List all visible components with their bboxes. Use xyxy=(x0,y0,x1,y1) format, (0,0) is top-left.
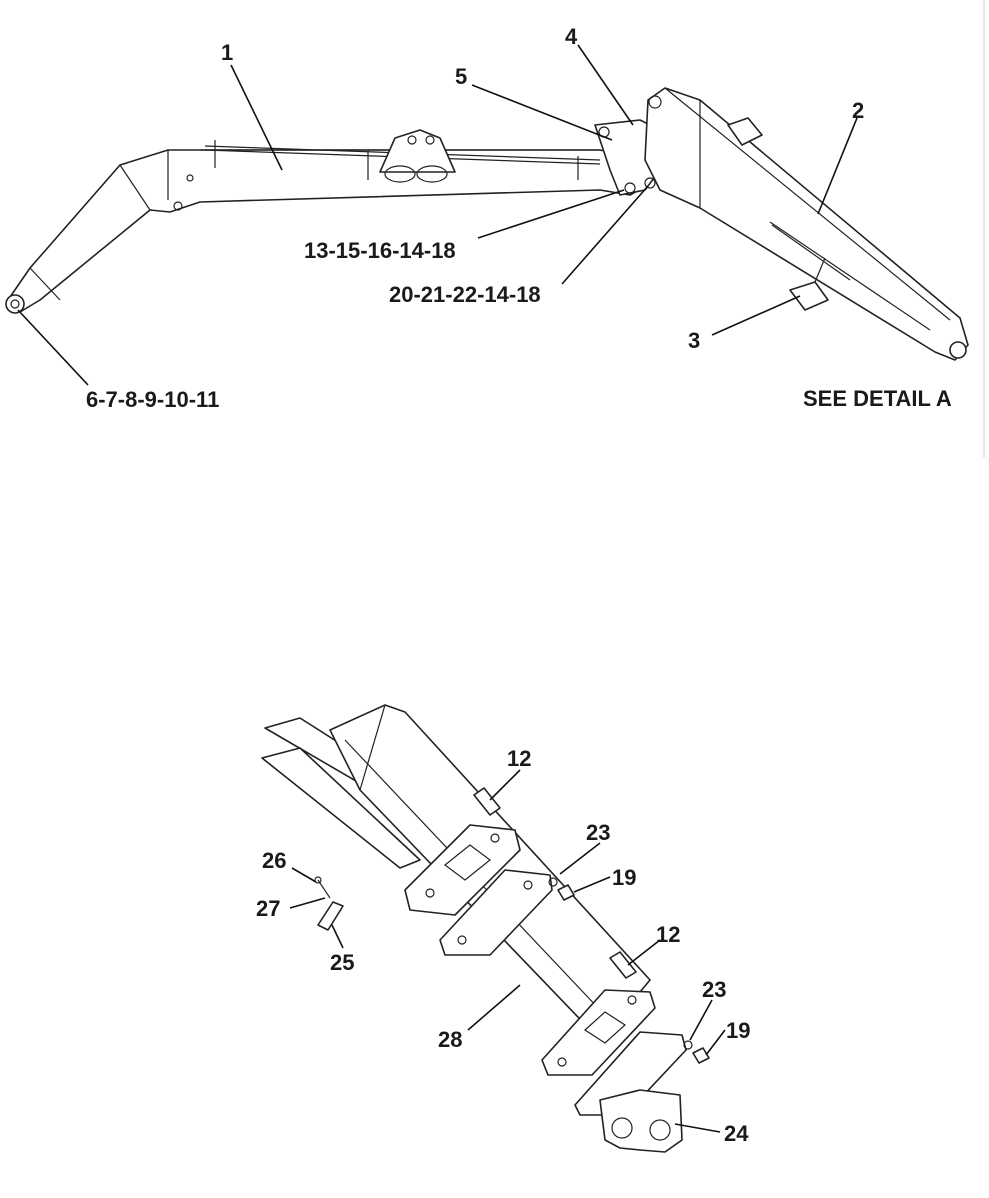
callout-1: 1 xyxy=(221,40,233,65)
callout-26: 26 xyxy=(262,848,286,873)
detail-a-assembly xyxy=(261,704,710,1153)
plate-part-25 xyxy=(317,901,344,931)
boom-assembly xyxy=(5,87,969,361)
upper-leaders xyxy=(17,44,858,386)
callout-20-21-22-14-18: 20-21-22-14-18 xyxy=(389,282,541,307)
callout-5: 5 xyxy=(455,64,467,89)
leader-13-15 xyxy=(477,189,625,239)
callout-28: 28 xyxy=(438,1027,462,1052)
see-detail-a-label: SEE DETAIL A xyxy=(803,386,952,411)
bolt-12-upper xyxy=(473,787,501,816)
callout-19-upper: 19 xyxy=(612,865,636,890)
boom-end-pin xyxy=(5,294,25,314)
arm-part-2 xyxy=(644,87,969,361)
callout-27: 27 xyxy=(256,896,280,921)
leader-4 xyxy=(577,44,634,126)
leader-1 xyxy=(230,64,283,171)
part-27 xyxy=(317,879,331,899)
leader-6-7 xyxy=(17,309,89,386)
lifting-lug xyxy=(379,129,456,173)
callout-2: 2 xyxy=(852,98,864,123)
callout-6-7-8-9-10-11: 6-7-8-9-10-11 xyxy=(86,387,219,412)
callout-24: 24 xyxy=(724,1121,749,1146)
callout-23-lower: 23 xyxy=(702,977,726,1002)
part-26 xyxy=(314,876,322,884)
clevis-part-24 xyxy=(599,1089,683,1153)
callout-23-upper: 23 xyxy=(586,820,610,845)
callout-19-lower: 19 xyxy=(726,1018,750,1043)
callout-12-upper: 12 xyxy=(507,746,531,771)
leader-20-21 xyxy=(561,185,649,285)
leader-3 xyxy=(711,295,801,336)
callout-12-lower: 12 xyxy=(656,922,680,947)
clamp-plate-upper-rear xyxy=(439,869,553,956)
boom-part-1 xyxy=(7,149,649,313)
leader-2 xyxy=(817,117,858,215)
bolt-12-lower xyxy=(609,951,637,979)
callout-25: 25 xyxy=(330,950,354,975)
clamp-plate-lower-rear xyxy=(574,1031,687,1116)
leader-5 xyxy=(471,84,613,141)
callout-4: 4 xyxy=(565,24,578,49)
detail-callouts: 12 23 19 12 23 19 26 27 25 28 24 xyxy=(256,746,750,1146)
bracket-part-3 xyxy=(789,281,829,311)
detail-leaders xyxy=(289,769,726,1133)
clamp-plate-lower xyxy=(541,989,656,1076)
callout-3: 3 xyxy=(688,328,700,353)
upper-callouts: 1 2 3 4 5 13-15-16-14-18 20-21-22-14-18 … xyxy=(86,24,952,412)
callout-13-15-16-14-18: 13-15-16-14-18 xyxy=(304,238,456,263)
